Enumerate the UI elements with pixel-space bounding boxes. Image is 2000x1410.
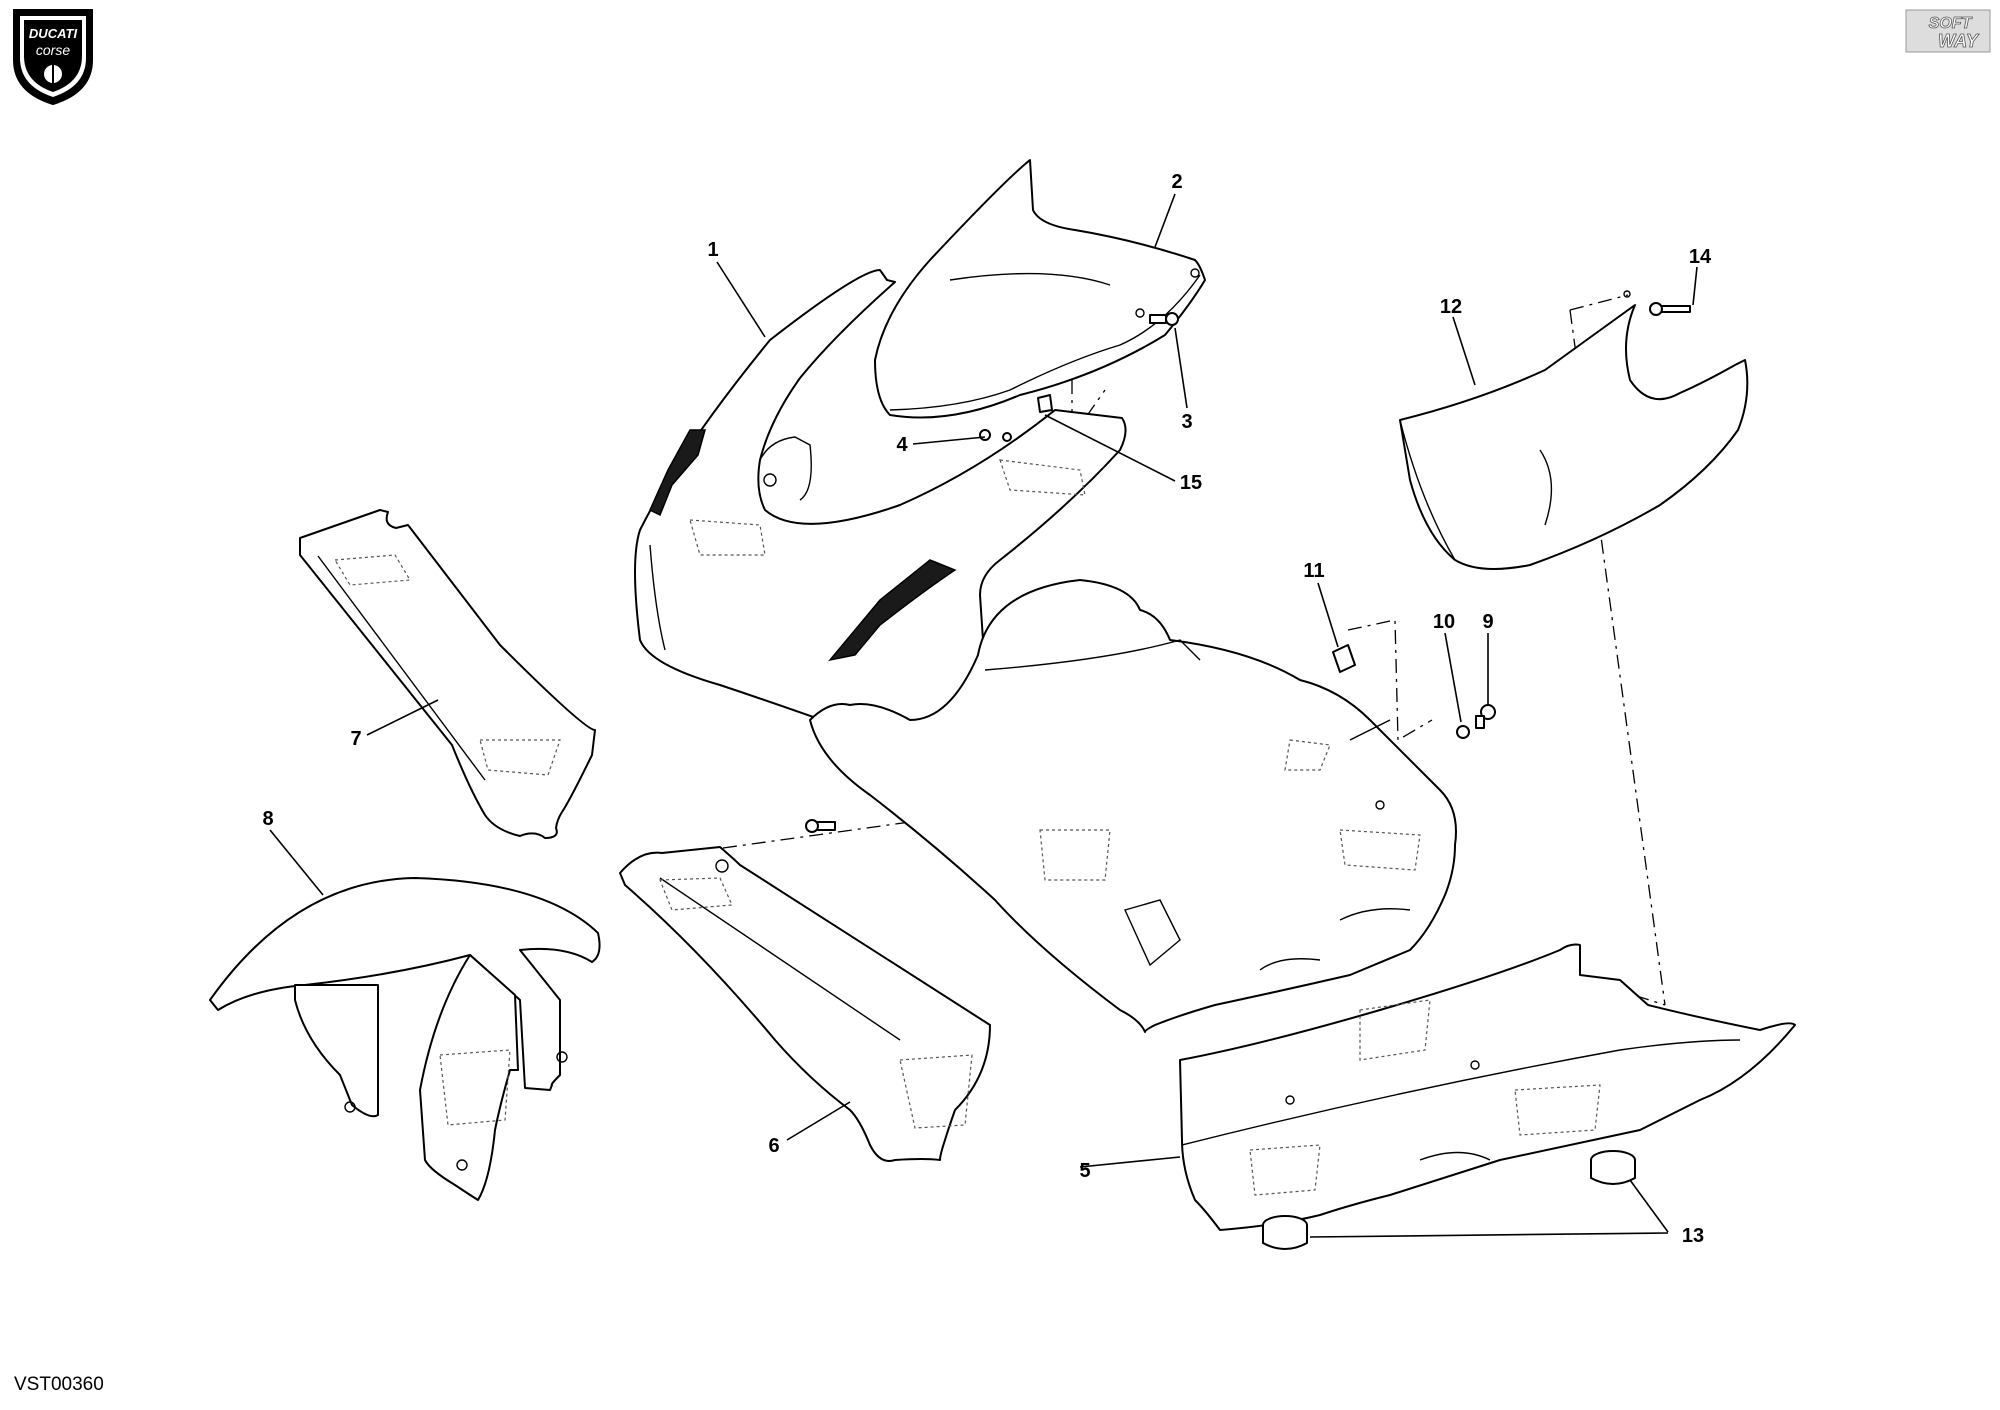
callout-4: 4 xyxy=(896,434,908,456)
fastener-3-screw xyxy=(1149,312,1179,326)
part-7-side-panel xyxy=(299,509,596,839)
part-12-heat-shield xyxy=(1399,290,1749,570)
callout-12: 12 xyxy=(1440,296,1462,318)
fastener-9-screw xyxy=(1475,704,1496,729)
callout-10: 10 xyxy=(1433,611,1455,633)
callout-14: 14 xyxy=(1689,246,1712,268)
logo-text-corse: corse xyxy=(36,42,70,58)
badge-text-way: WAY xyxy=(1938,31,1980,51)
part-5-belly-pan xyxy=(1179,943,1796,1231)
part-13-rubber-feet xyxy=(1262,1150,1636,1250)
fastener-11-nut xyxy=(1332,644,1356,673)
softway-badge: SOFT WAY xyxy=(1905,9,1991,53)
part-2-windscreen xyxy=(874,159,1206,419)
callout-9: 9 xyxy=(1482,611,1493,633)
part-8-front-mudguard xyxy=(209,877,601,1201)
drawing-code: VST00360 xyxy=(14,1374,104,1395)
callout-6: 6 xyxy=(768,1135,779,1157)
callout-1: 1 xyxy=(707,239,718,261)
fastener-mid-screw xyxy=(805,819,836,833)
fastener-14-bolt xyxy=(1649,302,1691,316)
callout-11: 11 xyxy=(1303,560,1324,582)
callout-15: 15 xyxy=(1180,472,1202,494)
ducati-corse-logo: DUCATI corse xyxy=(13,9,93,106)
callout-labels: 1 2 3 4 5 6 7 8 9 10 11 12 13 14 15 xyxy=(262,171,1712,1247)
fastener-4-grommet xyxy=(979,429,1012,442)
part-1-upper-fairing xyxy=(634,269,1127,735)
callout-2: 2 xyxy=(1171,171,1182,193)
logo-text-ducati: DUCATI xyxy=(29,26,78,41)
callout-5: 5 xyxy=(1079,1160,1090,1182)
fastener-10-washer xyxy=(1456,725,1470,739)
part-6-lower-side-panel xyxy=(619,846,991,1162)
callout-3: 3 xyxy=(1181,411,1192,433)
badge-text-soft: SOFT xyxy=(1929,15,1973,32)
part-5-fairing-side-body xyxy=(809,579,1457,1033)
callout-7: 7 xyxy=(350,728,361,750)
callout-13: 13 xyxy=(1682,1225,1704,1247)
leader-lines xyxy=(269,193,1698,1238)
fastener-15-clip xyxy=(1037,394,1053,413)
callout-8: 8 xyxy=(262,808,273,830)
